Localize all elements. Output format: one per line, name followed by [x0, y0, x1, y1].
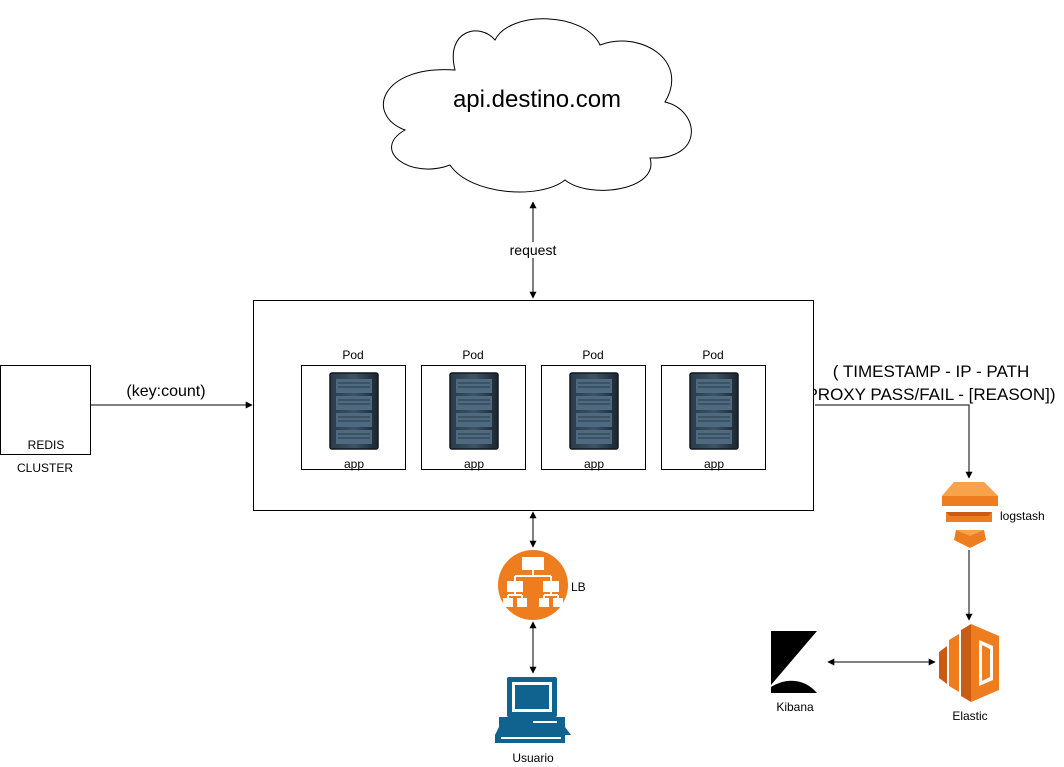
pod-title: Pod	[342, 348, 364, 362]
server-rack-icon	[449, 372, 499, 450]
pod-card[interactable]: app	[661, 365, 766, 471]
key-count-label: (key:count)	[126, 383, 206, 400]
computer-icon[interactable]	[493, 675, 573, 745]
logstash-icon[interactable]	[940, 480, 1000, 552]
load-balancer-icon[interactable]	[498, 549, 570, 621]
elastic-icon[interactable]	[935, 622, 1005, 704]
cloud-label: api.destino.com	[452, 86, 622, 113]
pod-app-label: app	[463, 457, 485, 471]
pod-title: Pod	[582, 348, 604, 362]
pod-card[interactable]: app	[541, 365, 646, 471]
request-label: request	[507, 242, 559, 258]
redis-node[interactable]: REDIS	[0, 365, 91, 455]
log-format-line-2: PROXY PASS/FAIL - [REASON])	[806, 385, 1056, 404]
pod-app-label: app	[583, 457, 605, 471]
user-label: Usuario	[512, 751, 554, 765]
pod-card[interactable]: app	[421, 365, 526, 471]
cloud-shape	[382, 18, 692, 193]
pod-title: Pod	[462, 348, 484, 362]
pod-app-label: app	[343, 457, 365, 471]
server-rack-icon	[329, 372, 379, 450]
log-edge	[815, 404, 973, 479]
pod-card[interactable]: app	[301, 365, 406, 471]
redis-cluster-caption: CLUSTER	[16, 461, 74, 475]
logstash-label: logstash	[1000, 509, 1045, 523]
pod-app-label: app	[703, 457, 725, 471]
log-format-label: ( TIMESTAMP - IP - PATH PROXY PASS/FAIL …	[806, 360, 1055, 406]
server-rack-icon	[569, 372, 619, 450]
lb-label: LB	[571, 580, 586, 594]
redis-label: REDIS	[27, 438, 65, 452]
kibana-label: Kibana	[776, 700, 814, 714]
pod-title: Pod	[702, 348, 724, 362]
kibana-icon[interactable]	[769, 629, 821, 695]
elastic-label: Elastic	[952, 709, 988, 723]
log-format-line-1: ( TIMESTAMP - IP - PATH	[832, 362, 1030, 381]
server-rack-icon	[689, 372, 739, 450]
